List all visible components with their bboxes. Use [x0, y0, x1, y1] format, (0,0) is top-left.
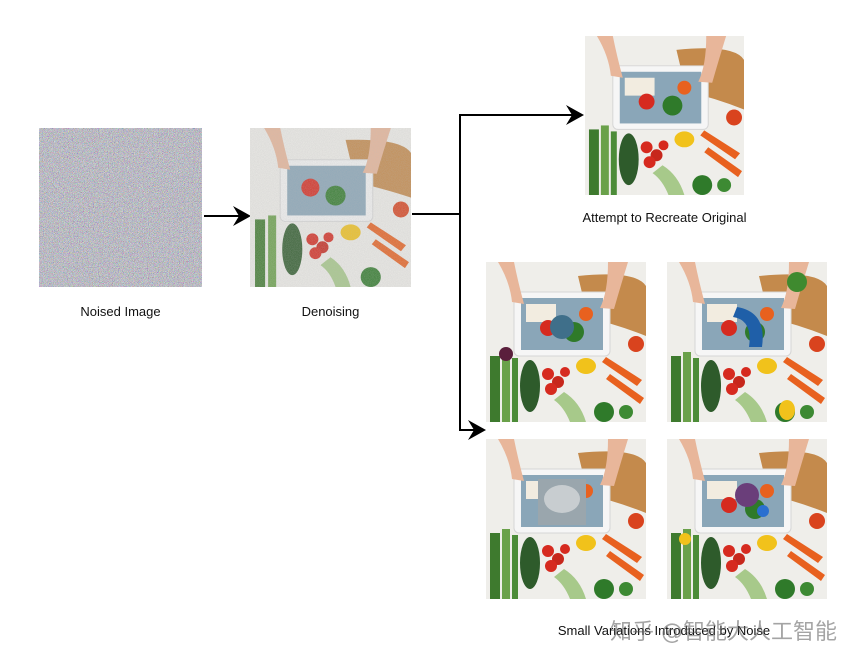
caption-variations: Small Variations Introduced by Noise — [557, 623, 771, 638]
noised-image — [39, 128, 202, 287]
recreated-original-image — [583, 36, 746, 195]
watermark: 知乎 @智能大人工智能 — [610, 620, 837, 645]
arrow-denoising-to-variations — [459, 214, 486, 440]
variation-image-1 — [486, 262, 646, 422]
variation-image-2 — [667, 262, 827, 422]
variation-image-3 — [486, 439, 646, 599]
caption-noised-image: Noised Image — [80, 304, 161, 319]
caption-recreate-original: Attempt to Recreate Original — [582, 210, 747, 225]
caption-denoising: Denoising — [301, 304, 360, 319]
variation-image-4 — [667, 439, 827, 599]
arrow-denoising-branch — [412, 105, 584, 215]
denoising-image — [250, 128, 411, 287]
